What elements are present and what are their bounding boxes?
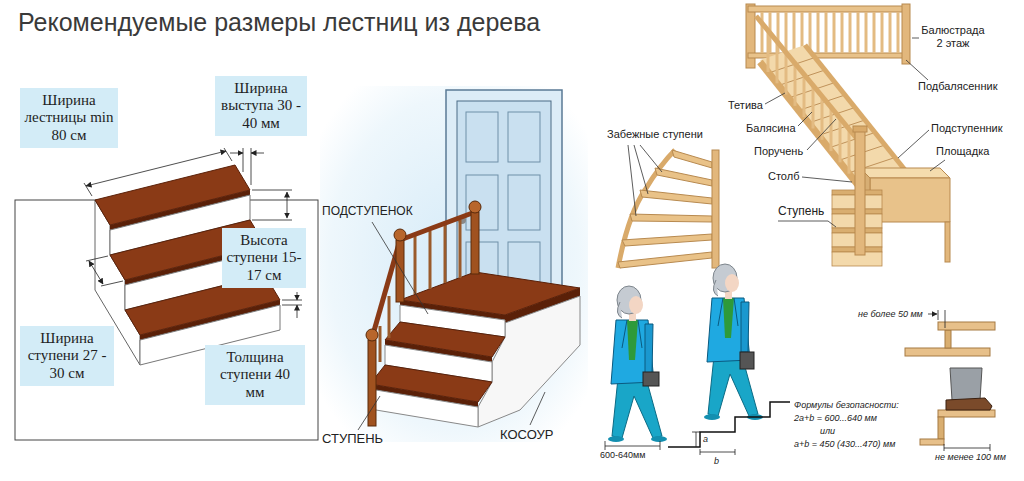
part-label: Забежные ступени bbox=[607, 128, 703, 141]
dimension-box: Толщина ступени 40 мм bbox=[205, 345, 305, 405]
part-label: Тетива bbox=[728, 99, 763, 112]
dimension-box: Ширина ступени 27 - 30 см bbox=[20, 326, 114, 386]
dimension-box: Ширина выступа 30 - 40 мм bbox=[215, 76, 307, 136]
dimension-label: не более 50 мм bbox=[858, 309, 923, 319]
part-label: СТУПЕНЬ bbox=[322, 432, 383, 447]
formula-text: a+b = 450 (430...470) мм bbox=[794, 439, 895, 449]
dimension-label: b bbox=[714, 456, 719, 466]
part-label: Ступень bbox=[778, 205, 824, 219]
formula-text: Формулы безопасности: bbox=[794, 400, 899, 410]
box-text: Ширина ступени 27 - 30 см bbox=[24, 330, 110, 382]
box-text: Ширина выступа 30 - 40 мм bbox=[219, 80, 303, 132]
dimension-label: 600-640мм bbox=[600, 450, 645, 460]
part-label: Площадка bbox=[936, 145, 989, 158]
dimension-label: a bbox=[703, 434, 708, 444]
page-title: Рекомендуемые размеры лестниц из дерева bbox=[18, 8, 540, 37]
box-text: Высота ступени 15-17 см bbox=[226, 232, 302, 284]
part-label: КОСОУР bbox=[500, 428, 553, 443]
part-label: ПОДСТУПЕНОК bbox=[322, 205, 413, 219]
part-label: Балюстрада 2 этаж bbox=[920, 24, 986, 49]
part-label: Подступенник bbox=[931, 122, 1003, 135]
part-label: Балясина bbox=[746, 122, 796, 135]
formula-text: 2a+b = 600...640 мм bbox=[794, 413, 877, 423]
dimension-box: Ширина лестницы min 80 см bbox=[20, 88, 118, 148]
part-label: Подбалясенник bbox=[918, 80, 997, 93]
part-label: Поручень bbox=[754, 145, 803, 158]
box-text: Ширина лестницы min 80 см bbox=[24, 92, 114, 144]
dimension-label: не менее 100 мм bbox=[935, 452, 1006, 462]
part-label: Столб bbox=[768, 170, 799, 183]
formula-text: или bbox=[820, 426, 835, 436]
dimension-box: Высота ступени 15-17 см bbox=[222, 228, 306, 288]
box-text: Толщина ступени 40 мм bbox=[209, 349, 301, 401]
